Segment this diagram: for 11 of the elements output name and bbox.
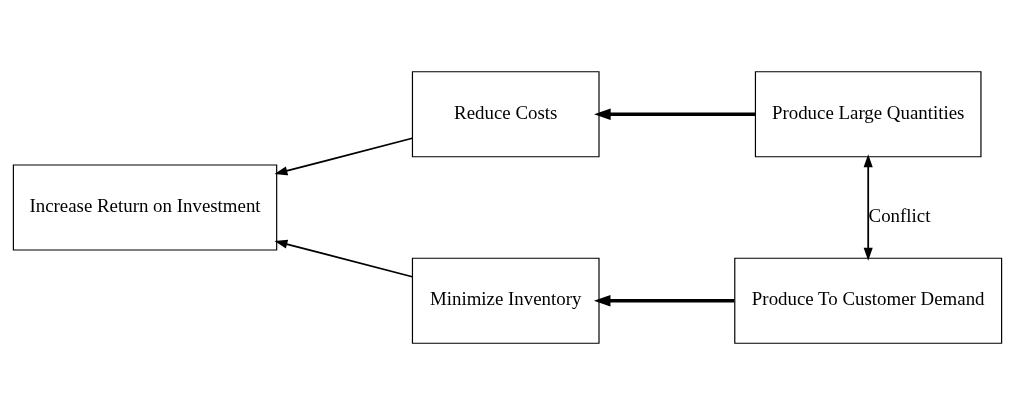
arrow [274,239,414,278]
arrow [863,153,873,261]
node-box: Produce Large Quantities [754,70,982,157]
arrow [594,107,756,120]
node-box: Reduce Costs [411,70,600,157]
arrow [274,136,414,175]
edge-label: Conflict [868,204,931,226]
node-box: Minimize Inventory [411,257,600,344]
node-box: Increase Return on Investment [12,163,278,251]
arrow [593,294,735,307]
node-box: Produce To Customer Demand [734,257,1003,344]
